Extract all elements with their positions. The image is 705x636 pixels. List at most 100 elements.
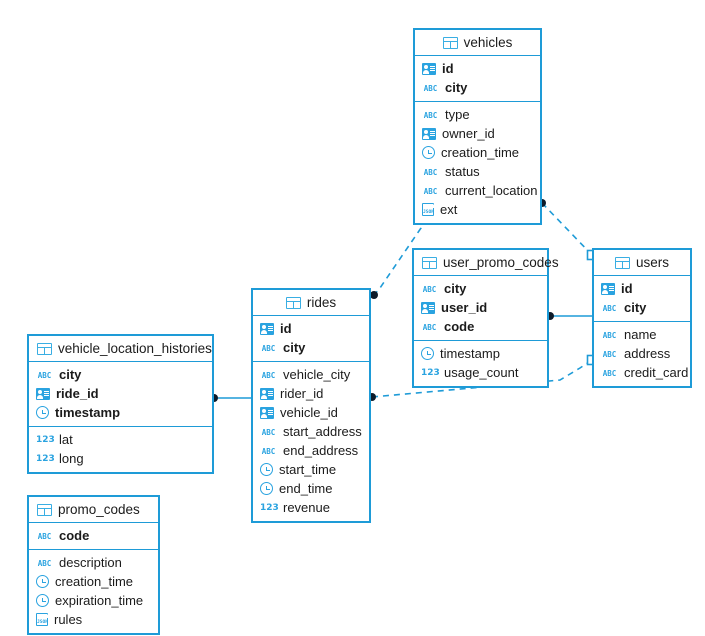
table-icon	[285, 296, 301, 309]
field-name: user_id	[441, 300, 488, 315]
field-row[interactable]: id	[415, 59, 540, 78]
abc-icon: ABC	[37, 531, 52, 541]
abc-icon: ABC	[423, 186, 438, 196]
field-name: timestamp	[440, 346, 500, 361]
field-row[interactable]: rider_id	[253, 384, 369, 403]
table-name: promo_codes	[58, 502, 140, 517]
field-name: city	[283, 340, 306, 355]
table-icon	[37, 342, 52, 355]
field-row[interactable]: id	[253, 319, 369, 338]
field-row[interactable]: vehicle_id	[253, 403, 369, 422]
clock-icon	[260, 482, 273, 495]
field-row[interactable]: user_id	[414, 298, 547, 317]
id-icon	[422, 62, 436, 75]
field-name: city	[624, 300, 647, 315]
table-name: user_promo_codes	[443, 255, 559, 270]
abc-icon: ABC	[602, 349, 617, 359]
table-title[interactable]: vehicle_location_histories	[29, 336, 212, 362]
id-icon	[421, 301, 435, 314]
id-icon	[36, 387, 50, 400]
table-title[interactable]: users	[594, 250, 690, 276]
field-row[interactable]: ABC code	[29, 526, 158, 545]
field-name: timestamp	[55, 405, 121, 420]
primary-key-section: ABC code	[29, 523, 158, 550]
field-name: start_address	[283, 424, 362, 439]
field-row[interactable]: expiration_time	[29, 591, 158, 610]
field-name: vehicle_city	[283, 367, 351, 382]
json-icon: JSON	[36, 612, 49, 626]
id-icon	[422, 127, 436, 140]
table-title[interactable]: rides	[253, 290, 369, 316]
table-title[interactable]: vehicles	[415, 30, 540, 56]
field-name: end_address	[283, 443, 359, 458]
field-name: owner_id	[442, 126, 495, 141]
field-name: status	[445, 164, 480, 179]
field-row[interactable]: ABC status	[415, 162, 540, 181]
abc-icon: ABC	[37, 370, 52, 380]
num-icon: 123	[36, 434, 55, 445]
field-row[interactable]: owner_id	[415, 124, 540, 143]
table-name: vehicles	[463, 35, 513, 50]
table-title[interactable]: user_promo_codes	[414, 250, 559, 276]
num-icon: 123	[260, 502, 279, 513]
field-name: description	[59, 555, 122, 570]
field-name: name	[624, 327, 657, 342]
table-name: users	[635, 255, 669, 270]
field-row[interactable]: timestamp	[29, 403, 212, 422]
field-row[interactable]: timestamp	[414, 344, 547, 363]
relationship-user-promo-codes-to-users[interactable]	[546, 312, 592, 320]
field-name: city	[445, 80, 468, 95]
abc-icon: ABC	[423, 167, 438, 177]
field-row[interactable]: start_time	[253, 460, 369, 479]
id-icon	[260, 322, 274, 335]
table-title[interactable]: promo_codes	[29, 497, 158, 523]
field-name: id	[621, 281, 633, 296]
field-row[interactable]: id	[594, 279, 690, 298]
abc-icon: ABC	[423, 110, 438, 120]
field-row[interactable]: ride_id	[29, 384, 212, 403]
relationship-vehicle-location-histories-to-rides[interactable]	[210, 394, 251, 402]
table-icon	[37, 503, 52, 516]
field-name: code	[59, 528, 90, 543]
num-icon: 123	[421, 367, 440, 378]
field-row[interactable]: end_time	[253, 479, 369, 498]
field-row[interactable]: creation_time	[29, 572, 158, 591]
field-row[interactable]: creation_time	[415, 143, 540, 162]
field-name: ext	[440, 202, 458, 217]
